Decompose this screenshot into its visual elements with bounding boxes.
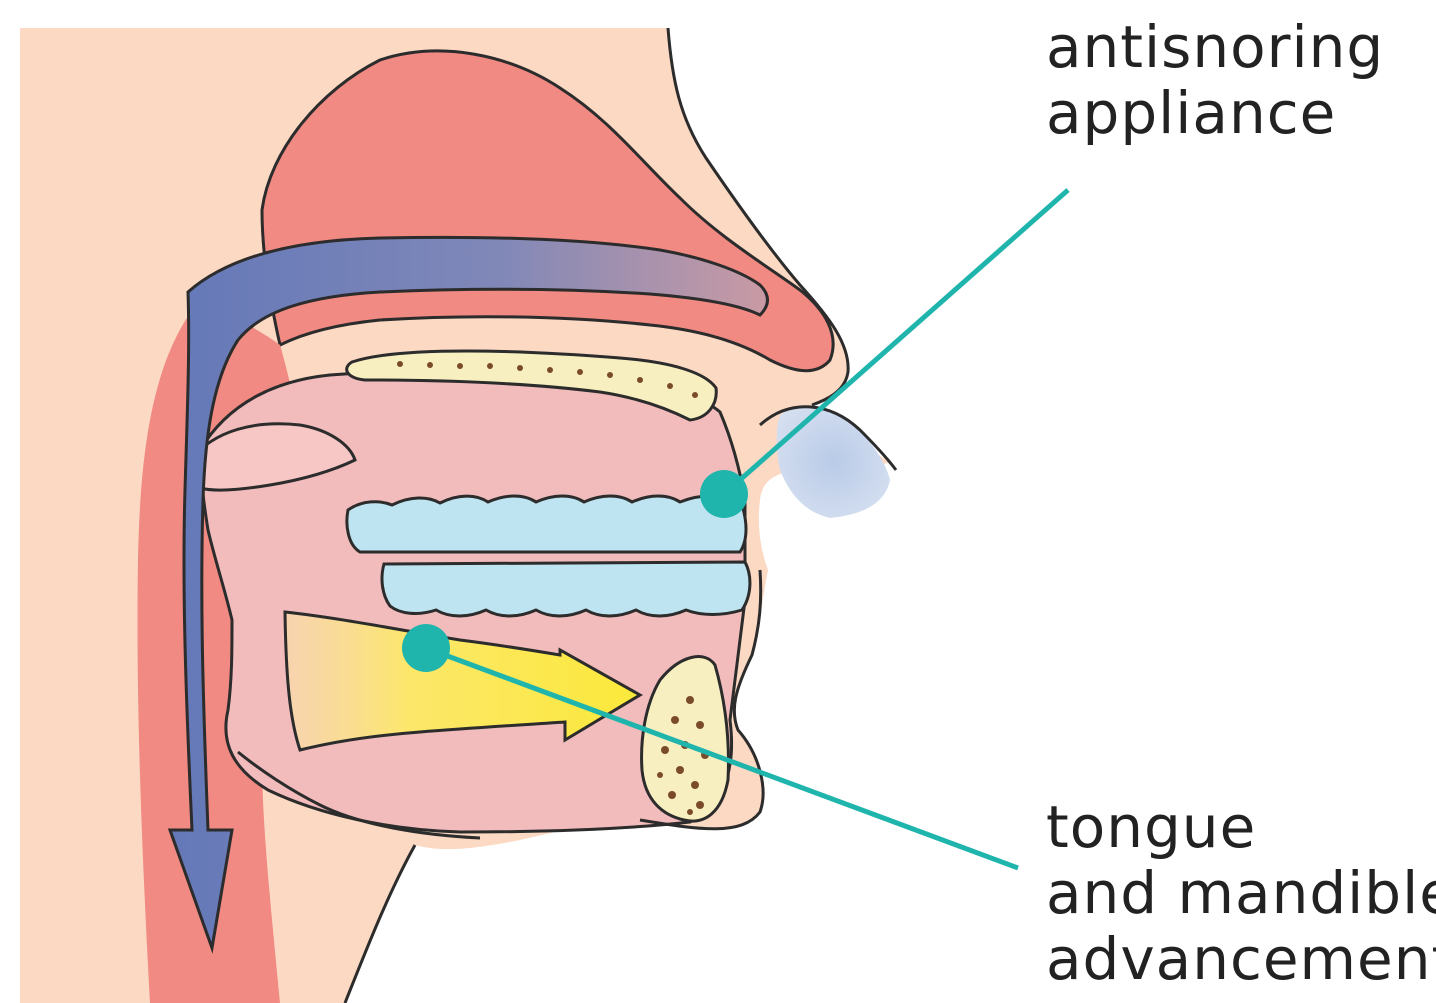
tongue-label: tongue and mandible advancement [1046,794,1436,992]
upper-appliance-tray [347,496,746,552]
appliance-label: antisnoring appliance [1046,14,1384,146]
tongue-label-line-3: advancement [1046,926,1436,992]
appliance-label-line-1: antisnoring [1046,14,1384,80]
tongue-label-line-1: tongue [1046,794,1436,860]
upper-lip-appliance [777,406,890,518]
appliance-callout-dot [700,470,748,518]
tongue-label-line-2: and mandible [1046,860,1436,926]
appliance-label-line-2: appliance [1046,80,1384,146]
tongue-callout-dot [402,624,450,672]
lower-appliance-tray [382,562,750,616]
